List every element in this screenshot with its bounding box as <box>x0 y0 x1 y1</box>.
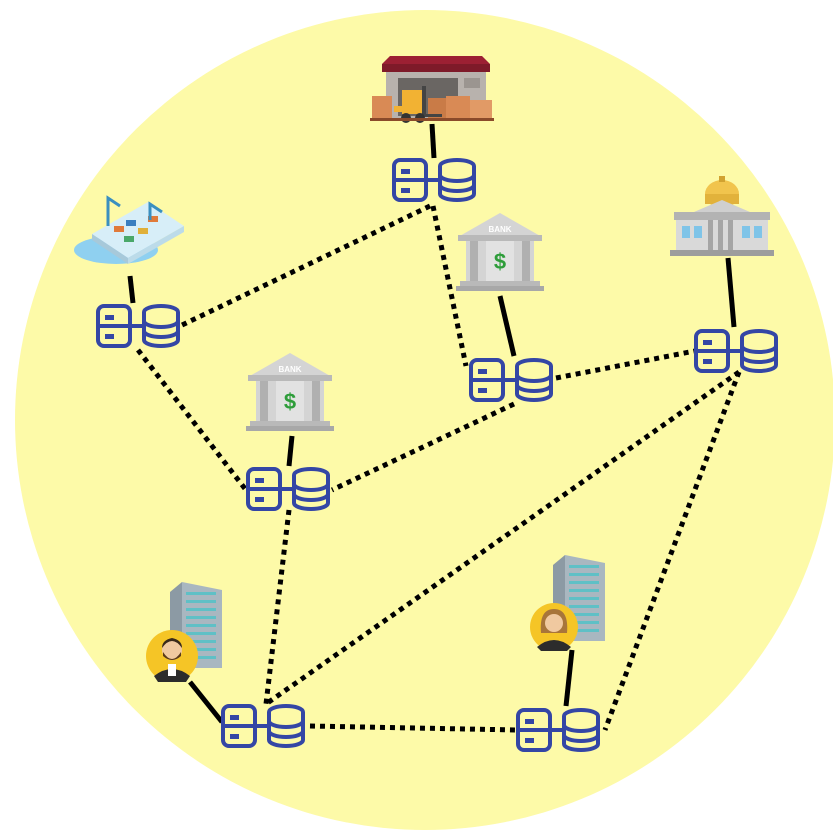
solid-node-link <box>286 435 295 467</box>
dotted-network-link <box>309 723 519 733</box>
dotted-network-link <box>330 401 516 493</box>
solid-node-link <box>429 123 437 159</box>
dotted-network-link <box>264 369 741 707</box>
government-building-icon <box>670 176 774 256</box>
warehouse-forklift-icon <box>370 56 494 123</box>
dotted-network-link <box>430 205 469 367</box>
office-building-man-icon <box>146 582 222 682</box>
solid-node-link <box>725 257 737 328</box>
office-building-woman-icon <box>530 555 605 651</box>
dotted-network-link <box>263 509 292 705</box>
links-layer <box>127 123 742 733</box>
background-circle <box>15 10 833 830</box>
dotted-network-link <box>555 347 701 381</box>
dotted-network-link <box>178 203 432 329</box>
cargo-port-icon <box>74 195 184 264</box>
solid-node-link <box>497 295 517 357</box>
solid-node-link <box>563 649 575 707</box>
dotted-network-link <box>602 371 742 731</box>
solid-node-link <box>127 275 136 304</box>
solid-node-link <box>188 680 224 724</box>
